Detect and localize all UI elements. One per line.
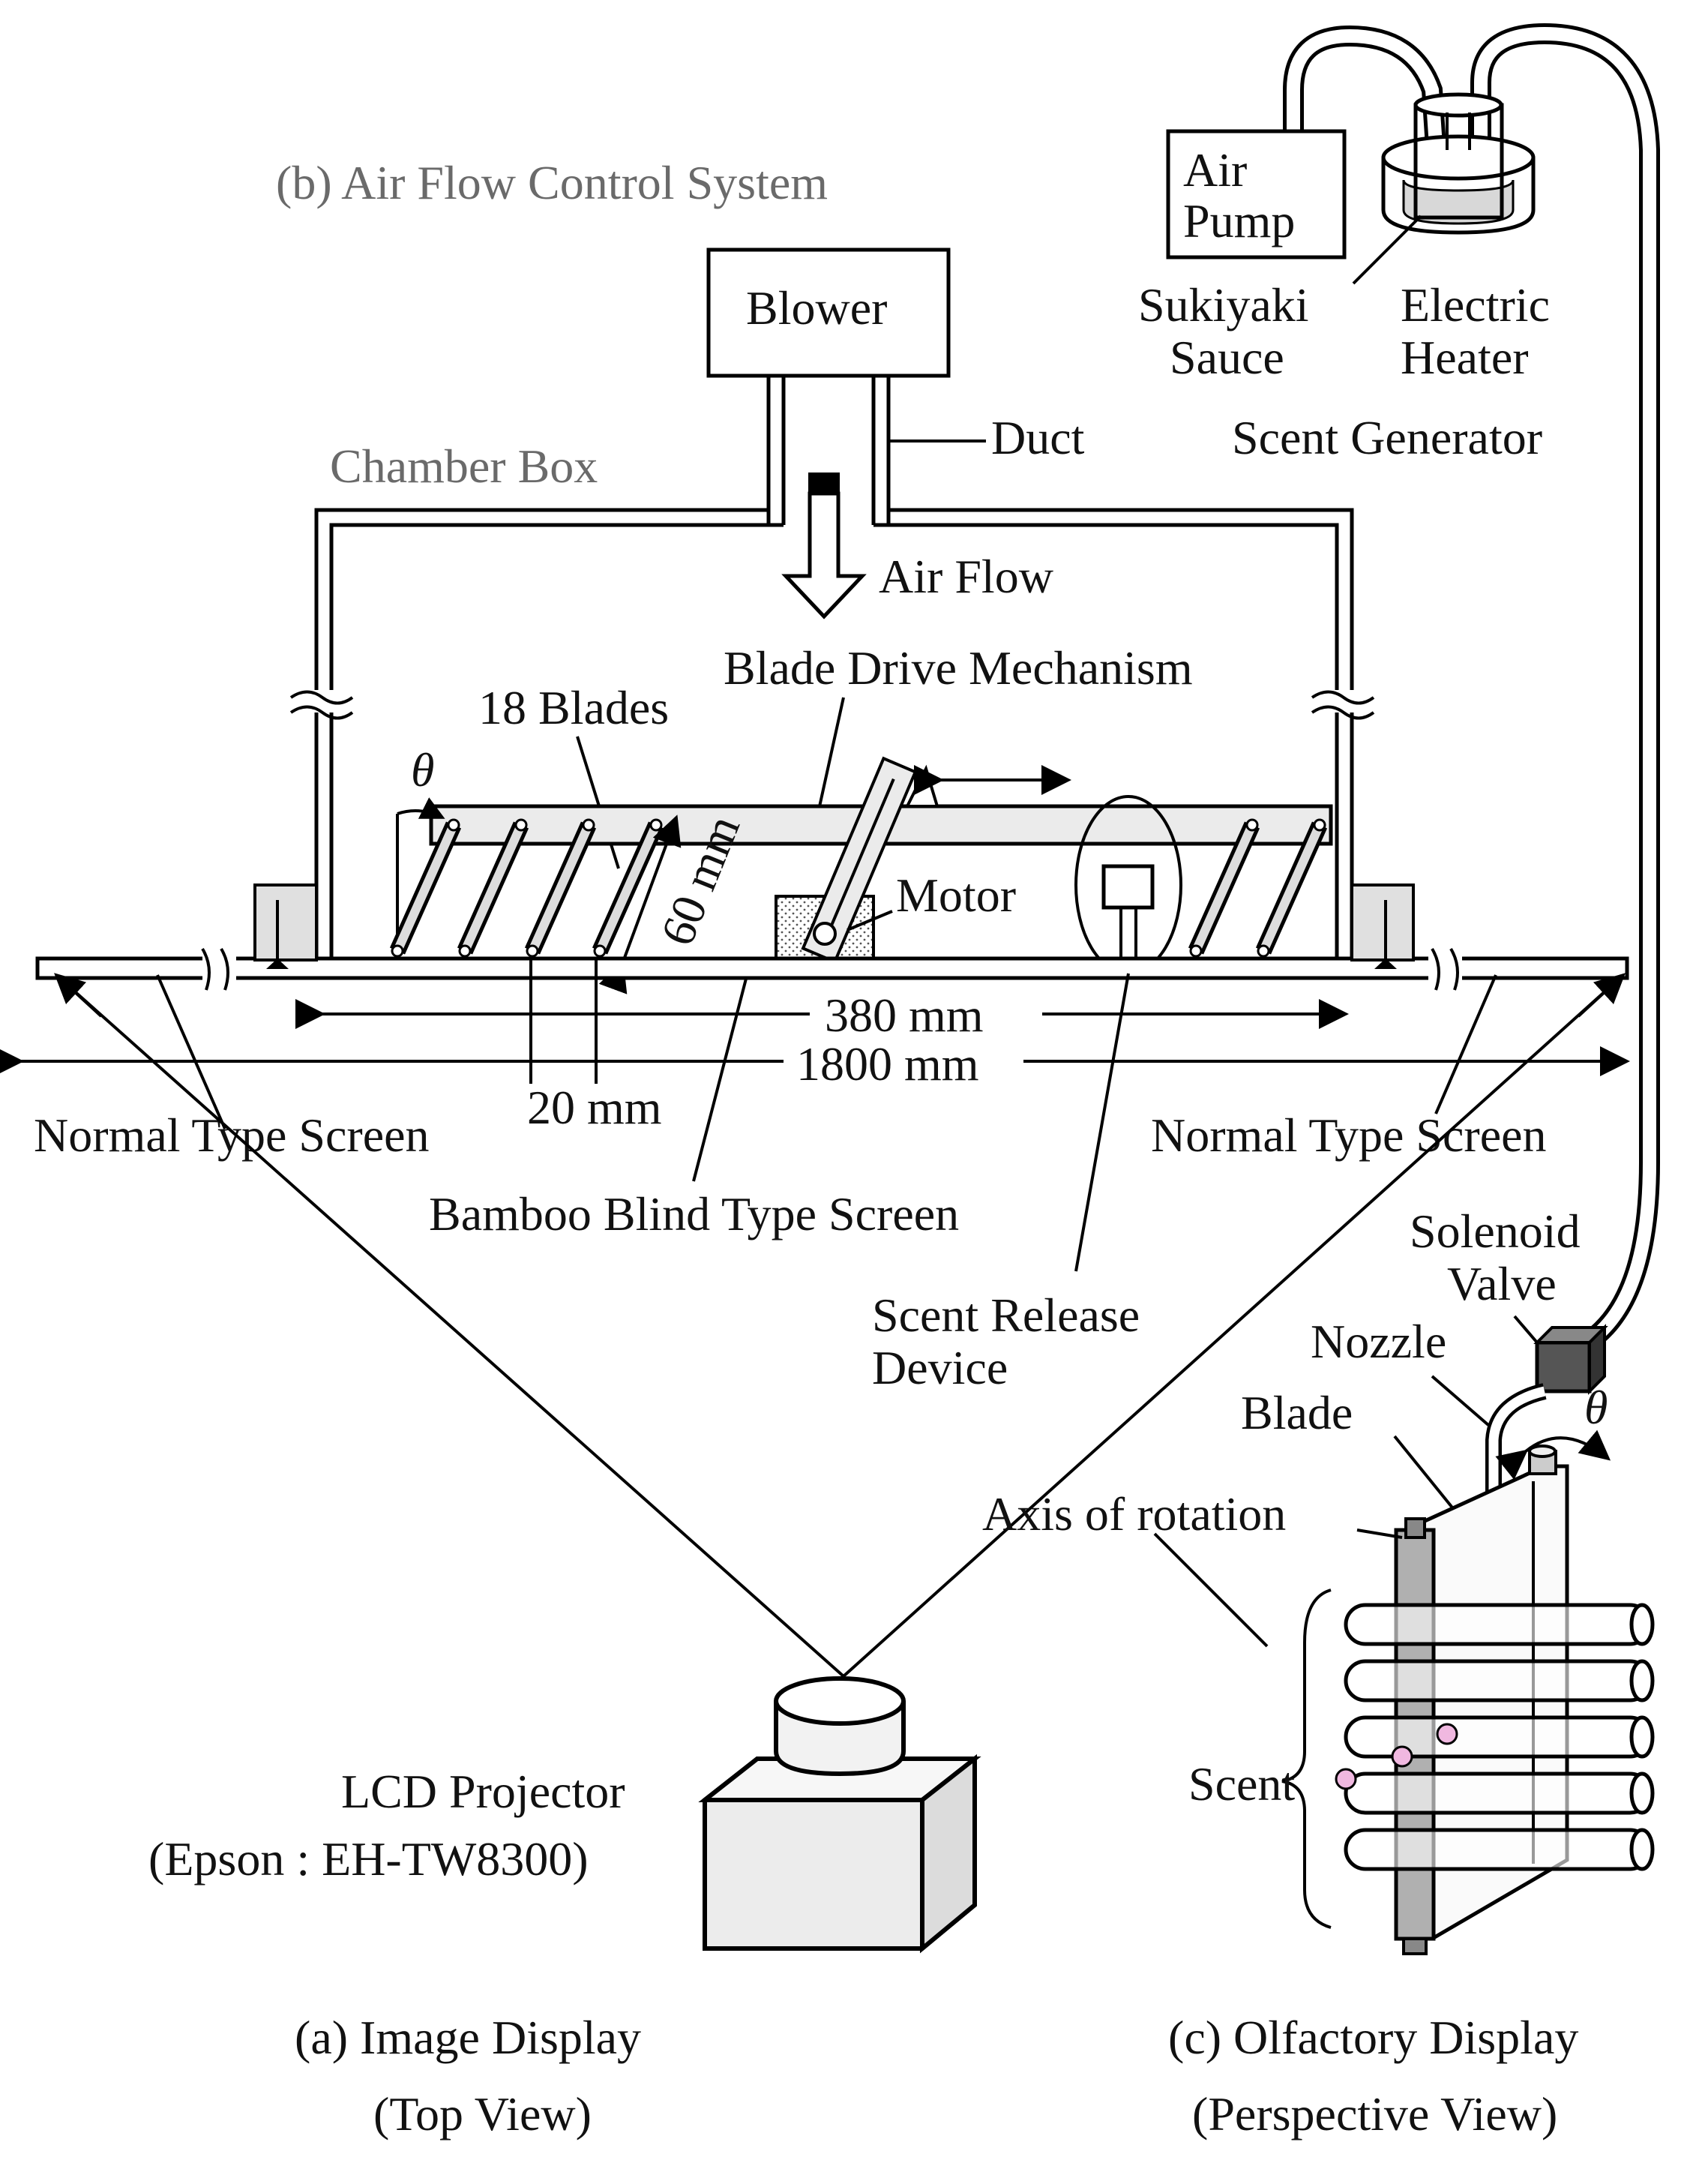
three-eighty-mm-label: 380 mm	[825, 988, 984, 1042]
duct	[766, 376, 986, 525]
scent-release-device	[1074, 795, 1182, 975]
caption-a-line1: (a) Image Display	[295, 2011, 641, 2064]
sauce-leader	[1352, 214, 1422, 285]
axis-of-rotation-label: Axis of rotation	[982, 1487, 1286, 1540]
blades-right	[1188, 818, 1328, 958]
blade-label: Blade	[1241, 1386, 1353, 1439]
air-tubes	[1283, 22, 1660, 1343]
solenoid-valve	[1535, 1340, 1592, 1394]
electric-heater-label-2: Heater	[1401, 331, 1529, 384]
solenoid-valve-label-2: Valve	[1447, 1257, 1557, 1310]
air-flow-label: Air Flow	[879, 550, 1053, 603]
air-flow-arrow	[781, 472, 867, 620]
air-pump-label-1: Air	[1183, 143, 1247, 196]
crank-arm	[801, 756, 918, 964]
theta-left-label: θ	[411, 743, 434, 796]
caption-c-line2: (Perspective View)	[1192, 2087, 1557, 2140]
scent-droplets	[1335, 1723, 1458, 1790]
bamboo-blind-type-screen-label: Bamboo Blind Type Screen	[429, 1187, 959, 1240]
eighteen-hundred-mm-label: 1800 mm	[796, 1037, 979, 1090]
sixty-mm-arrow	[598, 814, 682, 994]
blower-label: Blower	[746, 281, 887, 334]
duct-label: Duct	[991, 411, 1085, 464]
motor-label: Motor	[896, 868, 1016, 922]
drive-leader	[814, 697, 845, 824]
scent-brace	[1281, 1588, 1332, 1929]
blower-box	[706, 248, 951, 378]
lcd-projector-label-1: LCD Projector	[341, 1765, 625, 1818]
blade-plate	[1412, 1464, 1569, 1941]
solenoid-valve-label-1: Solenoid	[1410, 1204, 1581, 1258]
electric-heater-label-1: Electric	[1401, 278, 1550, 332]
caption-a-line2: (Top View)	[373, 2087, 592, 2140]
scent-release-device-label-2: Device	[872, 1341, 1008, 1394]
scent-generator-label: Scent Generator	[1232, 411, 1542, 464]
eighteen-blades-label: 18 Blades	[478, 681, 669, 734]
motor-shaft	[813, 922, 837, 946]
sukiyaki-sauce-label-1: Sukiyaki	[1138, 278, 1309, 332]
blade-drive-mechanism-label: Blade Drive Mechanism	[724, 641, 1193, 694]
sukiyaki-sauce-label-2: Sauce	[1170, 331, 1284, 384]
normal-type-screen-left-label: Normal Type Screen	[34, 1108, 430, 1162]
rotation-arrow	[1495, 1430, 1611, 1480]
theta-right-label: θ	[1584, 1381, 1608, 1434]
air-flow-control-system-title: (b) Air Flow Control System	[276, 156, 828, 209]
chamber-box	[289, 508, 1375, 958]
lcd-projector-label-2: (Epson : EH-TW8300)	[148, 1832, 589, 1886]
normal-type-screen-right-label: Normal Type Screen	[1151, 1108, 1547, 1162]
nozzle-label: Nozzle	[1311, 1315, 1446, 1368]
air-pump-box	[1166, 129, 1347, 260]
bamboo-rods	[1344, 1603, 1655, 1871]
lcd-projector	[698, 1676, 981, 1954]
air-pump-label-2: Pump	[1183, 194, 1295, 248]
caption-c-line1: (c) Olfactory Display	[1168, 2011, 1578, 2064]
screens	[35, 884, 1629, 991]
scent-label: Scent	[1188, 1757, 1295, 1810]
chamber-box-label: Chamber Box	[330, 440, 598, 493]
scent-release-device-label-1: Scent Release	[872, 1288, 1140, 1342]
twenty-mm-label: 20 mm	[527, 1081, 662, 1134]
projection-lines	[54, 973, 1626, 1678]
scent-generator	[1381, 92, 1536, 235]
